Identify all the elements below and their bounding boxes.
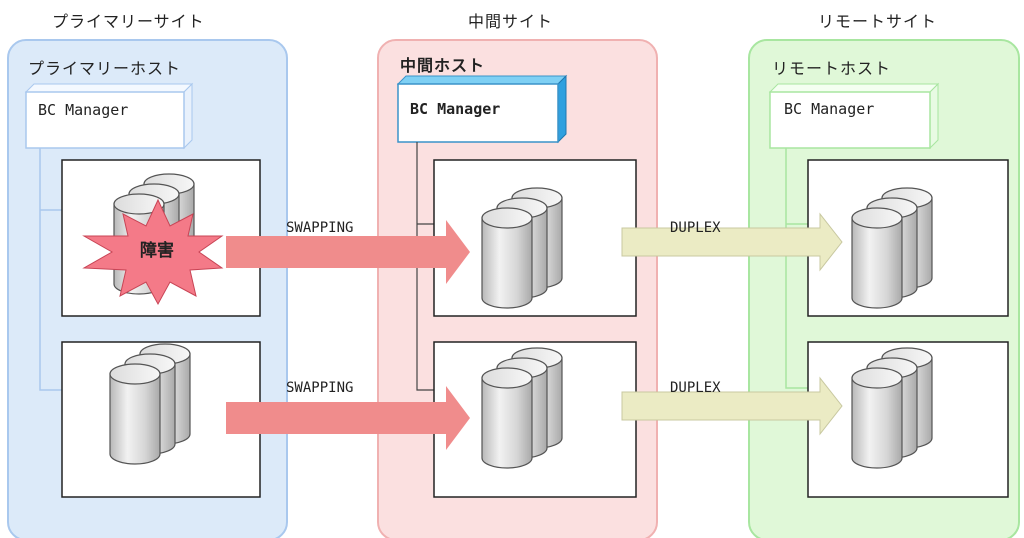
middle-manager-label: BC Manager	[410, 100, 501, 118]
duplex-label-2: DUPLEX	[670, 380, 721, 396]
swapping-label-1: SWAPPING	[286, 220, 354, 236]
disk-cylinder-top	[481, 207, 533, 229]
duplex-arrow-1	[621, 212, 843, 272]
remote-manager-label: BC Manager	[784, 100, 875, 118]
middle-host-connections	[416, 142, 434, 391]
disk-cylinder-top	[851, 207, 903, 229]
disk-cylinder-top	[113, 193, 165, 215]
swapping-arrow-2	[226, 386, 470, 450]
middle-host-label: 中間ホスト	[400, 56, 486, 75]
remote-manager-box	[768, 82, 940, 150]
middle-site-title: 中間サイト	[468, 12, 554, 31]
remote-disks-2-icon	[851, 347, 933, 469]
primary-manager-box	[24, 82, 194, 150]
primary-host-label: プライマリーホスト	[28, 59, 182, 78]
middle-disks-2-icon	[481, 347, 563, 469]
primary-manager-label: BC Manager	[38, 101, 129, 119]
disk-cylinder	[851, 217, 903, 309]
duplex-label-1: DUPLEX	[670, 220, 721, 236]
swapping-arrow-1	[226, 220, 470, 284]
disk-cylinder-top	[851, 367, 903, 389]
disk-cylinder-top	[109, 363, 161, 385]
middle-manager-box	[396, 74, 568, 144]
primary-site-title: プライマリーサイト	[52, 12, 205, 31]
failure-burst-icon	[82, 198, 224, 306]
primary-host-connections	[39, 148, 62, 391]
remote-host-label: リモートホスト	[772, 59, 892, 78]
disk-cylinder-top	[481, 367, 533, 389]
disk-cylinder	[851, 377, 903, 469]
failure-label: 障害	[140, 241, 174, 261]
disk-cylinder	[109, 373, 161, 465]
disk-cylinder	[481, 217, 533, 309]
primary-disks-2-icon	[109, 343, 191, 465]
duplex-arrow-2	[621, 376, 843, 436]
remote-site-title: リモートサイト	[818, 12, 938, 31]
disk-cylinder	[481, 377, 533, 469]
middle-disks-1-icon	[481, 187, 563, 309]
remote-disks-1-icon	[851, 187, 933, 309]
swapping-label-2: SWAPPING	[286, 380, 354, 396]
